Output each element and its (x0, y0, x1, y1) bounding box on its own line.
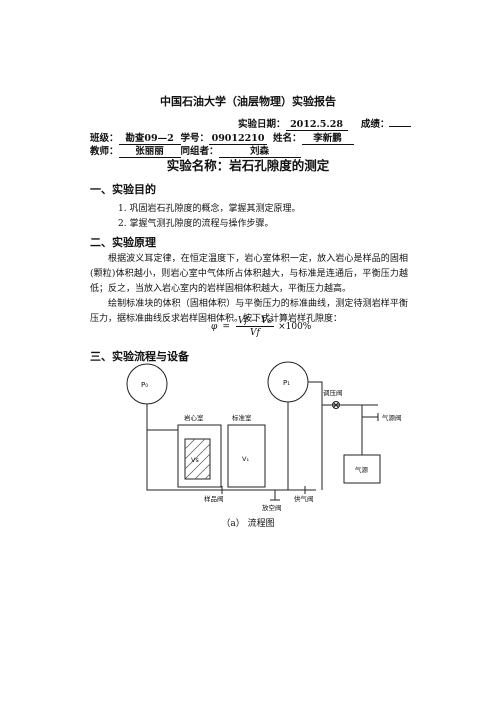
pipe-top-right (308, 381, 378, 406)
standard-volume-label: V₁ (242, 455, 249, 463)
sample-volume-label: Vs (191, 456, 199, 464)
supply-valve-label: 供气阀 (294, 494, 314, 503)
formula-equals: = (222, 322, 230, 332)
formula-numerator: Vf − Vs (235, 316, 275, 327)
score-value (389, 126, 412, 127)
date-score-row: 实验日期：2012.5.28 成绩： (238, 116, 412, 131)
tank-p0 (126, 363, 168, 405)
principle-paragraph-1: 根据波义耳定律，在恒定温度下，岩心室体积一定，放入岩心是样品的固相(颗粒)体积越… (90, 254, 408, 294)
principle-heading: 二、实验原理 (90, 236, 156, 249)
process-heading: 三、实验流程与设备 (90, 350, 189, 363)
experiment-name: 实验名称：岩石孔隙度的测定 (166, 158, 330, 173)
purpose-heading: 一、实验目的 (90, 183, 156, 196)
purpose-item-1: 1. 巩固岩石孔隙度的概念，掌握其测定原理。 (118, 204, 301, 214)
partner-label: 同组者： (180, 146, 219, 157)
pressure-valve-label: 调压阀 (323, 388, 343, 397)
name-label: 姓名： (273, 133, 302, 144)
sample-valve-label: 样品阀 (204, 494, 224, 503)
standard-chamber-box (227, 424, 266, 488)
core-chamber-label: 岩心室 (184, 413, 204, 422)
teacher-label: 教师： (90, 146, 119, 157)
purpose-item-2: 2. 掌握气测孔隙度的流程与操作步骤。 (118, 219, 274, 229)
tank-p1-label: P₁ (283, 379, 290, 387)
date-value: 2012.5.28 (285, 119, 348, 131)
principle-paragraph-2: 绘制标准块的体积（固相体积）与平衡压力的标准曲线，测定待测岩样平衡压力，据标准曲… (90, 299, 408, 324)
gas-source-box (343, 454, 381, 484)
core-chamber-box (177, 424, 222, 488)
date-label: 实验日期： (238, 119, 286, 130)
partner-value: 刘森 (218, 143, 301, 158)
class-value: 勘查09—2 (118, 130, 181, 145)
teacher-value: 张丽丽 (118, 143, 181, 158)
teacher-row: 教师：张丽丽同组者：刘森 (90, 143, 301, 158)
filter-valve-label: 气源阀 (382, 413, 402, 422)
student-id-label: 学号： (180, 133, 210, 144)
class-label: 班级： (90, 133, 119, 144)
formula-layout: φ = Vf − Vs ×100% Vf (211, 316, 312, 338)
sample-core (184, 438, 211, 480)
porosity-formula: φ = Vf − Vs ×100% Vf (211, 316, 312, 338)
vent-valve-label: 放空阀 (262, 503, 282, 512)
pipe-left (146, 404, 316, 491)
figure-caption: （a） 流程图 (221, 519, 275, 529)
formula-multiplier: ×100% (278, 322, 312, 332)
pressure-valve-icon (332, 401, 340, 409)
pressure-valve-cross (333, 402, 339, 408)
tank-p1 (267, 361, 309, 403)
gas-source-label: 气源 (355, 465, 369, 474)
name-value: 李新鹏 (301, 130, 354, 145)
sample-hatch (184, 438, 211, 480)
report-title: 中国石油大学（油层物理）实验报告 (160, 95, 336, 108)
score-label: 成绩： (360, 119, 390, 130)
formula-denominator: Vf (250, 328, 260, 338)
tank-p0-label: P₀ (141, 381, 148, 389)
formula-phi: φ (211, 322, 218, 332)
student-id-value: 09012210 (209, 133, 268, 145)
standard-chamber-label: 标准室 (232, 413, 252, 422)
